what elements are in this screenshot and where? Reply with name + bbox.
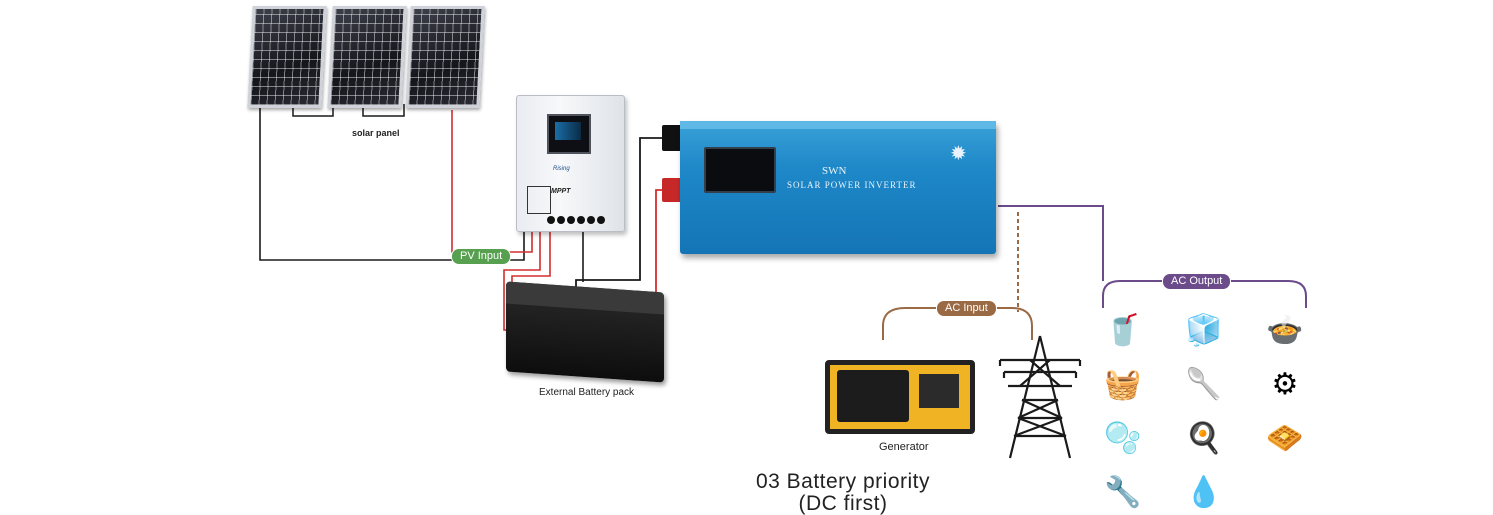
battery-label: External Battery pack (539, 387, 635, 398)
inverter-title: SOLAR POWER INVERTER (787, 180, 917, 190)
external-battery (506, 281, 664, 383)
controller-model: MPPT (551, 188, 571, 195)
solar-panel-3 (405, 6, 485, 108)
caption-line-1: 03 Battery priority (755, 470, 931, 493)
mode-caption: 03 Battery priority (DC first) (728, 471, 958, 515)
inverter-negative-terminal (662, 125, 682, 151)
ac-input-badge: AC Input (936, 300, 997, 317)
refrigerator-icon: 🧊 (1185, 314, 1223, 347)
inverter-brand: SWN (822, 165, 847, 177)
dishwasher-icon: 🧺 (1104, 368, 1142, 401)
solar-panel-2 (327, 6, 407, 108)
pv-input-badge: PV Input (451, 248, 512, 265)
panel-link-wire (292, 104, 334, 117)
water-pump-icon: 💧 (1185, 476, 1223, 509)
caption-line-2: (DC first) (798, 492, 888, 515)
solar-power-inverter: SWN SOLAR POWER INVERTER ✹ (680, 121, 996, 254)
sun-icon: ✹ (950, 143, 967, 165)
solar-panel-1 (247, 6, 327, 108)
ac-output-badge: AC Output (1162, 273, 1232, 290)
generator-icon (825, 352, 975, 442)
controller-terminals (547, 216, 609, 226)
ac-output-wire (998, 205, 1104, 281)
rice-cooker-icon: 🍲 (1266, 314, 1304, 347)
mppt-charge-controller: Rising MPPT (516, 95, 625, 232)
waffle-maker-icon: 🧇 (1266, 422, 1304, 455)
power-tower-icon (998, 335, 1082, 459)
controller-brand: Rising (553, 166, 570, 172)
hand-mixer-icon: 🥄 (1185, 368, 1223, 401)
meat-grinder-icon: ⚙ (1271, 368, 1299, 401)
pv-negative-wire (259, 104, 525, 261)
inv-battery-black-wire (575, 137, 664, 290)
house-logo-icon (527, 186, 551, 214)
panel-link-wire (362, 104, 405, 117)
washing-machine-icon: 🫧 (1104, 422, 1142, 455)
frying-pan-icon: 🍳 (1185, 422, 1223, 455)
generator-label: Generator (879, 441, 929, 453)
inverter-display (704, 147, 776, 193)
controller-display (547, 114, 591, 154)
solar-panel-label: solar panel (352, 128, 400, 138)
power-drill-icon: 🔧 (1104, 476, 1142, 509)
inverter-positive-terminal (662, 178, 682, 202)
blender-icon: 🥤 (1104, 314, 1142, 347)
